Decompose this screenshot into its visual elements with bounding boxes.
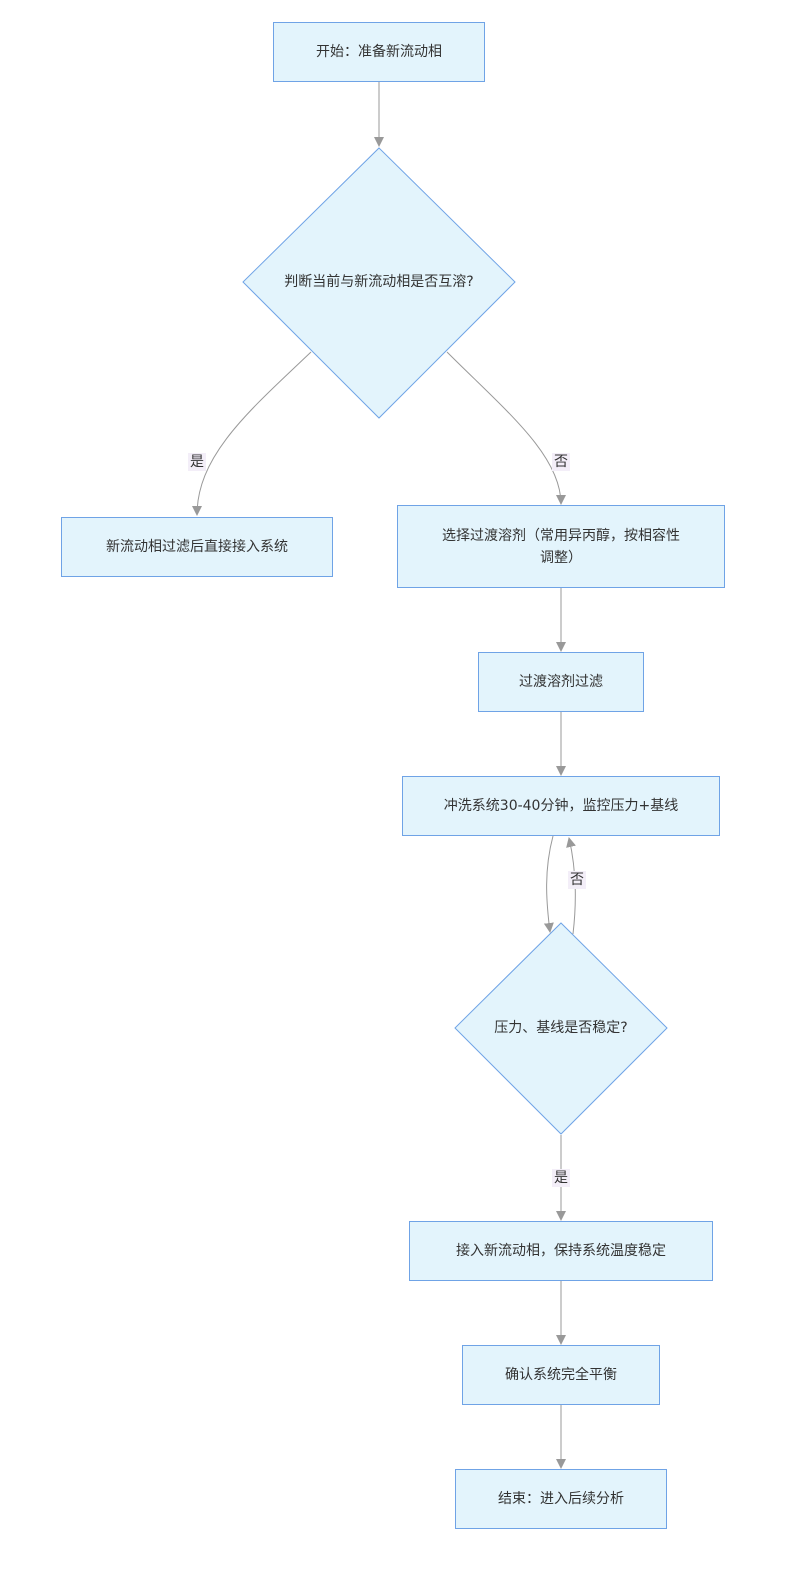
node-direct-connect-label: 新流动相过滤后直接接入系统 [106,539,288,555]
node-confirm-balance-label: 确认系统完全平衡 [505,1367,617,1383]
node-connect-new-label: 接入新流动相，保持系统温度稳定 [456,1243,666,1259]
edge-label-stable-no: 否 [568,871,586,889]
node-flush-system-label: 冲洗系统30-40分钟，监控压力+基线 [443,798,679,814]
node-decision-stable: 压力、基线是否稳定? [455,1008,667,1048]
node-decision-stable-label: 压力、基线是否稳定? [494,1020,628,1036]
node-direct-connect: 新流动相过滤后直接接入系统 [61,517,333,577]
node-decision-miscible-label: 判断当前与新流动相是否互溶? [284,274,474,290]
node-filter-transition-label: 过渡溶剂过滤 [519,674,603,690]
node-connect-new: 接入新流动相，保持系统温度稳定 [409,1221,713,1281]
decision-stable-shape [454,922,668,1135]
edge-label-miscible-no: 否 [552,453,570,471]
node-choose-transition: 选择过渡溶剂（常用异丙醇，按相容性调整） [397,505,725,588]
edge-label-miscible-yes: 是 [188,453,206,471]
decision-miscible-shape [242,147,516,419]
node-start-label: 开始：准备新流动相 [316,44,442,60]
node-choose-transition-label: 选择过渡溶剂（常用异丙醇，按相容性调整） [442,527,680,566]
edge-label-stable-yes: 是 [552,1169,570,1187]
node-decision-miscible: 判断当前与新流动相是否互溶? [243,262,515,302]
node-flush-system: 冲洗系统30-40分钟，监控压力+基线 [402,776,720,836]
edge-decision-to-transition [446,351,566,505]
node-filter-transition: 过渡溶剂过滤 [478,652,644,712]
node-start: 开始：准备新流动相 [273,22,485,82]
node-confirm-balance: 确认系统完全平衡 [462,1345,660,1405]
edge-flush-to-stable [543,835,554,933]
node-end-label: 结束：进入后续分析 [498,1491,624,1507]
node-end: 结束：进入后续分析 [455,1469,667,1529]
edge-decision-to-direct [192,351,312,516]
